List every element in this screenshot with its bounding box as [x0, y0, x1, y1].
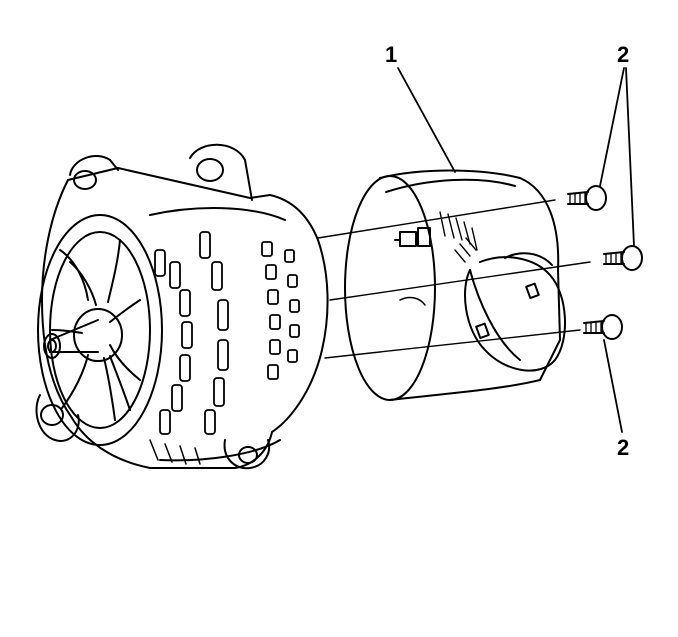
leader-lines — [397, 67, 635, 433]
alternator-body — [35, 143, 329, 470]
cover-screw-middle — [603, 245, 643, 271]
callout-screws-bottom-label: 2 — [617, 435, 630, 460]
cover-screw-bottom — [583, 314, 623, 340]
rear-cover — [344, 169, 566, 401]
vent-slots-rear — [261, 241, 300, 380]
callout-cover-label: 1 — [385, 42, 398, 67]
alignment-lines — [317, 199, 591, 359]
cover-louvres — [439, 211, 478, 263]
cover-screw-top — [567, 185, 607, 211]
vent-slots-front — [154, 231, 229, 435]
callout-screws-top-label: 2 — [617, 42, 630, 67]
